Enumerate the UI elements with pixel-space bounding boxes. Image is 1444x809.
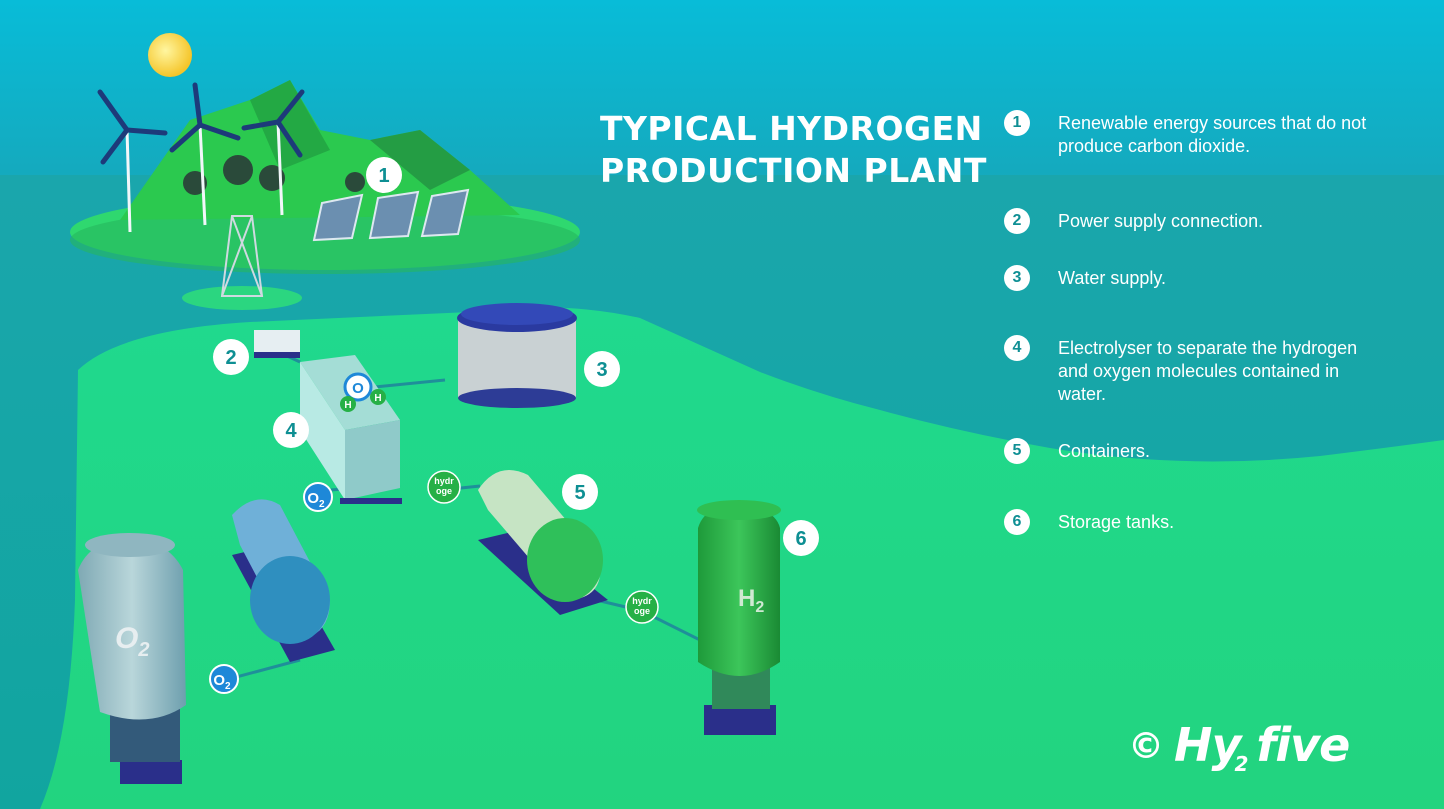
svg-text:6: 6	[795, 528, 806, 550]
svg-text:oge: oge	[634, 606, 650, 616]
brand-name-end: five	[1256, 718, 1350, 772]
hydrogen-container	[478, 470, 608, 615]
legend-number: 5	[1004, 438, 1030, 464]
svg-text:hydr: hydr	[632, 596, 652, 606]
marker-1: 1	[366, 157, 402, 193]
hydrogen-molecule-icon: hydr oge	[427, 470, 461, 504]
oxygen-molecule-icon: O2	[209, 664, 239, 694]
legend-text: Electrolyser to separate the hydrogen an…	[1058, 338, 1358, 404]
marker-4: 4	[273, 412, 309, 448]
hydrogen-molecule-icon: hydr oge	[625, 590, 659, 624]
island	[70, 80, 580, 310]
oxygen-tank-label: O2	[115, 622, 149, 661]
svg-text:O2: O2	[307, 490, 325, 510]
legend-number: 2	[1004, 208, 1030, 234]
legend-number: 1	[1004, 110, 1030, 136]
brand-logo: © Hy 2 five	[1128, 718, 1350, 776]
sun-icon	[148, 33, 192, 77]
svg-text:hydr: hydr	[434, 476, 454, 486]
copyright-symbol: ©	[1128, 726, 1164, 767]
legend-text: Water supply.	[1058, 268, 1167, 288]
solar-panels	[312, 188, 470, 242]
svg-text:O2: O2	[213, 672, 231, 692]
hydrogen-tank-label: H2	[738, 585, 764, 616]
brand-name-start: Hy	[1174, 718, 1241, 772]
hydrogen-storage-tank: H2	[697, 500, 781, 735]
oxygen-container	[232, 499, 335, 662]
legend-text: Containers.	[1058, 441, 1151, 461]
oxygen-storage-tank: O2	[78, 533, 186, 784]
svg-text:5: 5	[574, 482, 585, 504]
legend-number: 4	[1004, 335, 1030, 361]
marker-6: 6	[783, 520, 819, 556]
legend-number: 3	[1004, 265, 1030, 291]
title-line-2: PRODUCTION PLANT	[600, 151, 987, 190]
svg-text:H: H	[344, 400, 351, 411]
legend-item-4: 4 Electrolyser to separate the hydrogen …	[1004, 335, 1404, 406]
svg-text:2: 2	[225, 347, 236, 369]
power-pylon	[220, 215, 264, 297]
legend-item-5: 5 Containers.	[1004, 438, 1404, 464]
marker-2: 2	[213, 339, 249, 375]
wind-turbines	[125, 121, 284, 233]
legend-item-1: 1 Renewable energy sources that do not p…	[1004, 110, 1404, 158]
turbine-blades	[97, 82, 305, 165]
svg-text:4: 4	[285, 420, 297, 442]
legend-number: 6	[1004, 509, 1030, 535]
legend-item-2: 2 Power supply connection.	[1004, 208, 1404, 234]
legend-item-6: 6 Storage tanks.	[1004, 509, 1404, 535]
svg-text:H: H	[374, 393, 381, 404]
legend-text: Power supply connection.	[1058, 211, 1264, 231]
page-title: TYPICAL HYDROGEN PRODUCTION PLANT	[600, 108, 987, 192]
marker-5: 5	[562, 474, 598, 510]
title-line-1: TYPICAL HYDROGEN	[600, 109, 983, 148]
legend-text: Renewable energy sources that do not pro…	[1058, 113, 1367, 156]
svg-text:oge: oge	[436, 486, 452, 496]
water-tank	[457, 303, 577, 408]
legend-item-3: 3 Water supply.	[1004, 265, 1404, 291]
marker-3: 3	[584, 351, 620, 387]
trees	[183, 155, 365, 195]
svg-text:O: O	[352, 380, 364, 397]
water-molecule-icon: O H H	[340, 372, 386, 412]
oxygen-molecule-icon: O2	[303, 482, 333, 512]
legend-text: Storage tanks.	[1058, 512, 1175, 532]
svg-text:1: 1	[378, 165, 389, 187]
power-transformer	[254, 330, 300, 358]
svg-text:3: 3	[596, 359, 607, 381]
brand-subscript: 2	[1234, 752, 1249, 776]
